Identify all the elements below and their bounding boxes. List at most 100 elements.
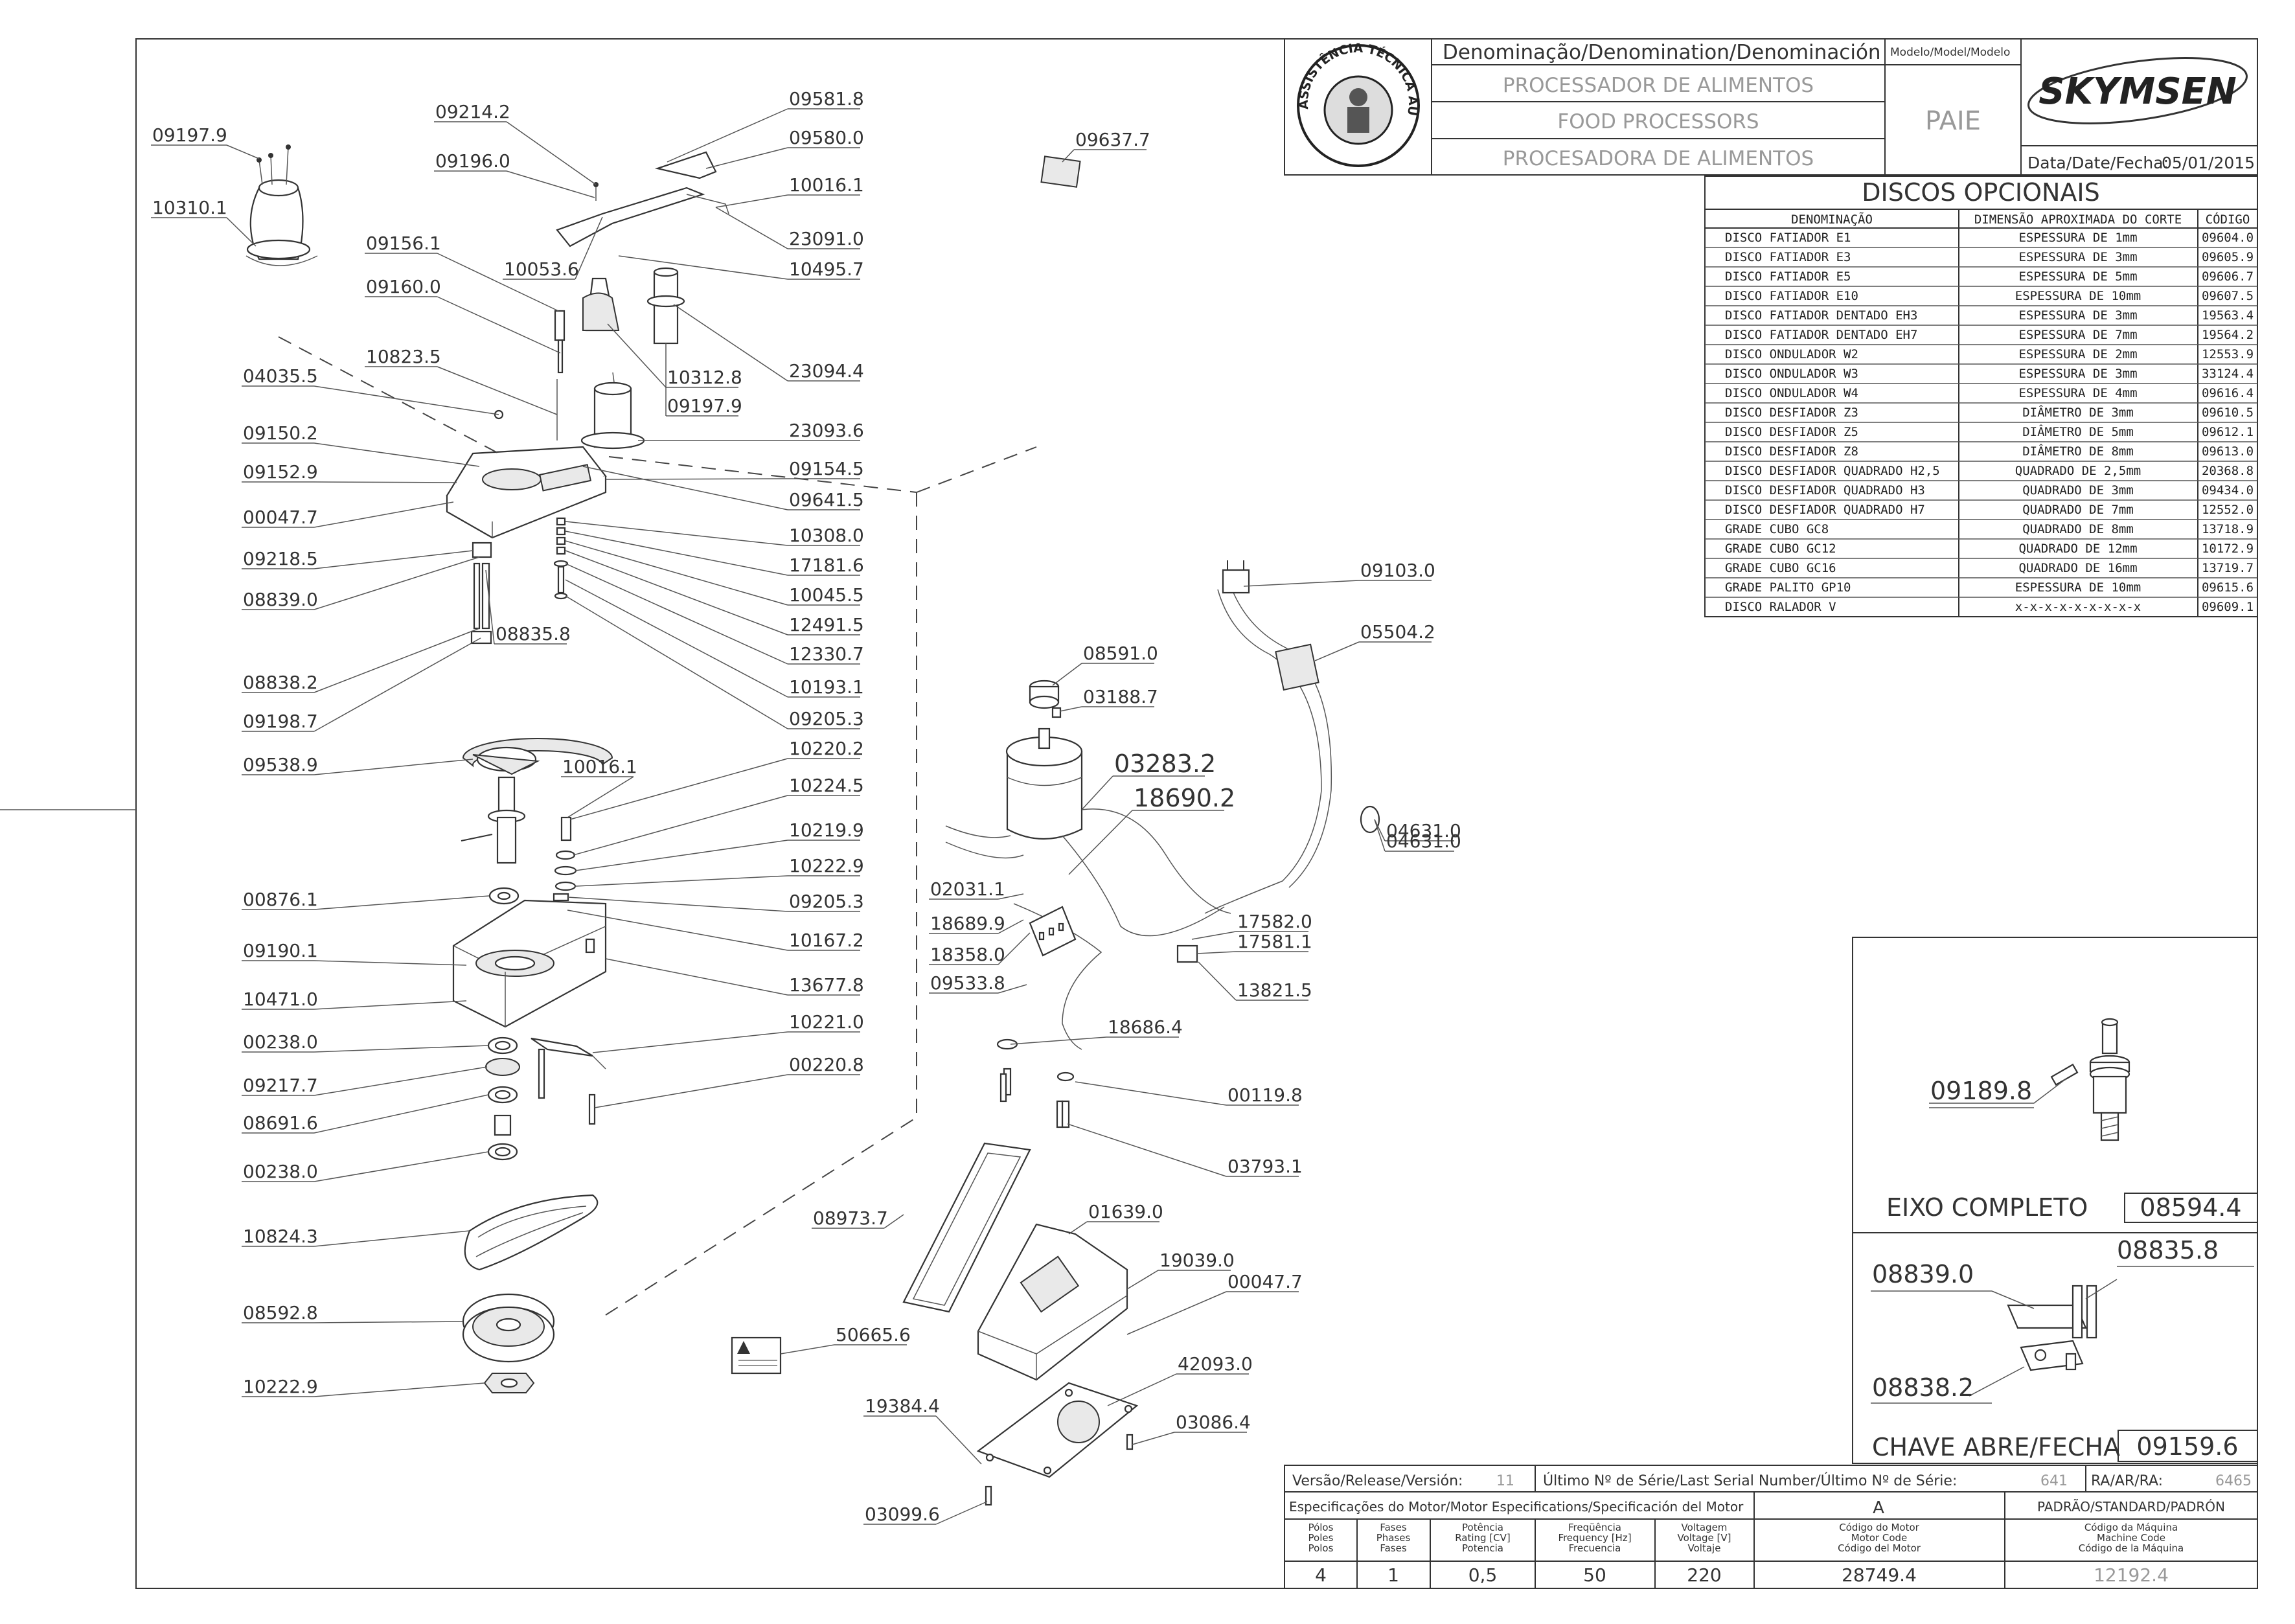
- disc-row-code: 09613.0: [2202, 444, 2254, 459]
- part-callout: 00119.8: [1227, 1084, 1303, 1106]
- disc-row-code: 13718.9: [2202, 522, 2254, 536]
- shaft-part-number: 09189.8: [1930, 1077, 2032, 1105]
- disc-row-name: DISCO RALADOR V: [1725, 600, 1836, 614]
- part-callout: 09190.1: [243, 940, 318, 961]
- denomination-label: Denominação/Denomination/Denominación: [1443, 41, 1881, 64]
- part-callout: 10312.8: [667, 367, 742, 388]
- switch-part-2: 08835.8: [2117, 1236, 2219, 1264]
- disc-row-dimension: ESPESSURA DE 10mm: [2015, 580, 2141, 595]
- spec-column-label: Polos: [1308, 1542, 1334, 1554]
- seal-text: ASSISTÊNCIA TÉCNICA AUTORIZADA: [0, 0, 1420, 117]
- part-callout: 03099.6: [865, 1504, 940, 1525]
- part-callout: 05504.2: [1360, 621, 1435, 643]
- part-callout: 09581.8: [789, 88, 864, 109]
- drawing-frame: [135, 38, 2258, 1589]
- part-callout: 12330.7: [789, 643, 864, 665]
- disc-row-name: DISCO ONDULADOR W4: [1725, 386, 1858, 400]
- part-callout: 09160.0: [366, 276, 441, 297]
- switch-code: 09159.6: [2136, 1432, 2238, 1461]
- date-value: 05/01/2015: [2162, 154, 2255, 172]
- disc-row-dimension: QUADRADO DE 8mm: [2022, 522, 2134, 536]
- disc-row-code: 20368.8: [2202, 464, 2254, 478]
- disc-row-name: GRADE PALITO GP10: [1725, 580, 1851, 595]
- discs-table-title: DISCOS OPCIONAIS: [1862, 178, 2099, 207]
- spec-column-label: Machine Code: [2097, 1532, 2165, 1544]
- part-callout: 09217.7: [243, 1075, 318, 1096]
- disc-row-dimension: QUADRADO DE 7mm: [2022, 503, 2134, 517]
- disc-row-dimension: QUADRADO DE 2,5mm: [2015, 464, 2141, 478]
- part-callout: 17181.6: [789, 555, 864, 576]
- part-callout: 18690.2: [1134, 784, 1235, 812]
- spec-column-label: Fases: [1380, 1542, 1406, 1554]
- part-callout: 09152.9: [243, 461, 318, 483]
- disc-row-code: 09605.9: [2202, 250, 2254, 264]
- disc-row-name: DISCO FATIADOR DENTADO EH7: [1725, 328, 1917, 342]
- part-callout: 23091.0: [789, 228, 864, 249]
- disc-row-dimension: ESPESSURA DE 5mm: [2018, 269, 2137, 284]
- part-callout: 13821.5: [1237, 979, 1312, 1001]
- disc-row-name: GRADE CUBO GC16: [1725, 561, 1836, 575]
- spec-column-value: 28749.4: [1842, 1564, 1917, 1586]
- motor-spec-block: Versão/Release/Versión: 11 Último Nº de …: [1284, 1465, 2258, 1589]
- motor-assembly: [731, 155, 1380, 1506]
- name-en: FOOD PROCESSORS: [1557, 110, 1759, 133]
- part-callout: 09197.9: [152, 124, 227, 146]
- disc-row-dimension: QUADRADO DE 12mm: [2018, 542, 2137, 556]
- part-callout: 09538.9: [243, 754, 318, 775]
- spec-column-value: 4: [1315, 1564, 1327, 1586]
- part-callout: 23093.6: [789, 420, 864, 441]
- skymsen-logo: SKYMSEN: [2027, 57, 2248, 124]
- standard-label: PADRÃO/STANDARD/PADRÓN: [2037, 1499, 2225, 1515]
- name-pt: PROCESSADOR DE ALIMENTOS: [1503, 74, 1814, 97]
- disc-row-name: DISCO FATIADOR E10: [1725, 289, 1858, 303]
- complete-shaft-part: [1929, 1018, 2130, 1141]
- disc-row-dimension: ESPESSURA DE 4mm: [2018, 386, 2137, 400]
- disc-row-dimension: DIÂMETRO DE 3mm: [2022, 405, 2134, 420]
- shaft-code: 08594.4: [2140, 1193, 2241, 1222]
- part-callout: 00238.0: [243, 1161, 318, 1182]
- ra-value: 6465: [2215, 1473, 2252, 1489]
- spec-column-label: Frequency [Hz]: [1558, 1532, 1631, 1544]
- disc-row-name: DISCO DESFIADOR Z8: [1725, 444, 1858, 459]
- part-callout: 03283.2: [1114, 749, 1216, 778]
- spec-column-label: Pólos: [1308, 1522, 1334, 1533]
- part-callout: 09205.3: [789, 891, 864, 912]
- spec-column-label: Motor Code: [1851, 1532, 1908, 1544]
- serial-label: Último Nº de Série/Last Serial Number/Úl…: [1543, 1472, 1957, 1489]
- disc-row-dimension: ESPESSURA DE 1mm: [2018, 231, 2137, 245]
- disc-row-name: DISCO DESFIADOR Z5: [1725, 425, 1858, 439]
- disc-row-name: DISCO FATIADOR E5: [1725, 269, 1851, 284]
- disc-row-dimension: DIÂMETRO DE 5mm: [2022, 424, 2134, 439]
- disc-row-dimension: ESPESSURA DE 3mm: [2018, 367, 2137, 381]
- part-callout: 10222.9: [789, 855, 864, 876]
- spec-column-value: 12192.4: [2094, 1564, 2169, 1586]
- disc-row-dimension: x-x-x-x-x-x-x-x-x: [2015, 600, 2141, 614]
- disc-row-dimension: ESPESSURA DE 3mm: [2018, 308, 2137, 323]
- part-callout: 00220.8: [789, 1054, 864, 1075]
- version-value: 11: [1496, 1473, 1514, 1489]
- spec-column-value: 50: [1583, 1564, 1606, 1586]
- part-callout: 09580.0: [789, 127, 864, 148]
- spec-column-value: 1: [1387, 1564, 1399, 1586]
- disc-row-name: DISCO FATIADOR E3: [1725, 250, 1851, 264]
- disc-row-code: 09615.6: [2202, 580, 2254, 595]
- part-callout: 00238.0: [243, 1031, 318, 1053]
- part-callout: 08838.2: [243, 672, 318, 693]
- part-callout: 10823.5: [366, 346, 441, 367]
- part-callout: 08835.8: [496, 623, 571, 645]
- part-callout: 13677.8: [789, 974, 864, 996]
- model-label: Modelo/Model/Modelo: [1890, 46, 2010, 59]
- disc-row-code: 19564.2: [2202, 328, 2254, 342]
- part-callout: 10495.7: [789, 258, 864, 280]
- disc-row-name: DISCO DESFIADOR QUADRADO H7: [1725, 503, 1925, 517]
- part-callout: 09637.7: [1075, 129, 1150, 150]
- part-callout: 10016.1: [789, 174, 864, 196]
- brand-name: SKYMSEN: [2038, 71, 2236, 113]
- spec-column-value: 220: [1687, 1564, 1721, 1586]
- spec-column-label: Fases: [1380, 1522, 1406, 1533]
- spec-column-label: Potência: [1462, 1522, 1503, 1533]
- part-callout: 42093.0: [1178, 1353, 1253, 1375]
- svg-text:ASSISTÊNCIA TÉCNICA AUTORIZADA: ASSISTÊNCIA TÉCNICA AUTORIZADA: [0, 0, 1420, 117]
- part-callout: 10193.1: [789, 676, 864, 698]
